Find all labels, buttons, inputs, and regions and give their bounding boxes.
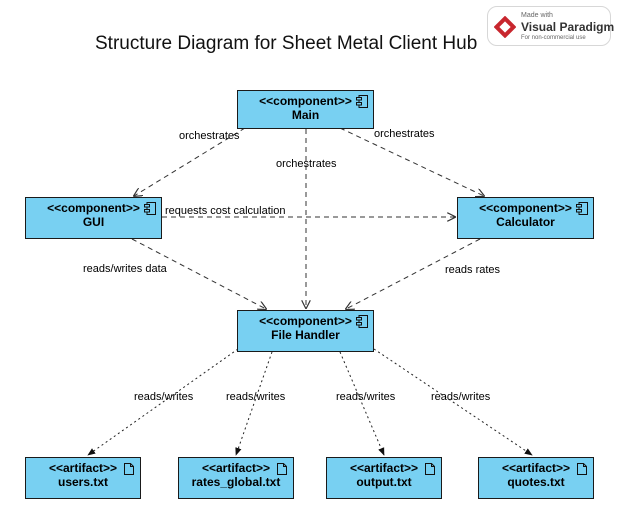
watermark-made-with: Made with xyxy=(521,12,553,19)
edge-gui-filehandler xyxy=(131,238,266,309)
watermark-brand: Visual Paradigm xyxy=(521,20,615,34)
diagram-title: Structure Diagram for Sheet Metal Client… xyxy=(95,33,478,54)
component-file-handler[interactable]: <<component>> File Handler xyxy=(237,310,374,352)
component-gui[interactable]: <<component>> GUI xyxy=(25,197,162,239)
artifact-name: output.txt xyxy=(356,475,412,489)
component-icon xyxy=(356,315,368,328)
component-stereotype: <<component>> xyxy=(259,314,352,328)
edge-filehandler-users xyxy=(87,348,239,456)
edge-label-main-gui: orchestrates xyxy=(179,130,240,142)
document-icon xyxy=(277,463,287,475)
component-stereotype: <<component>> xyxy=(479,201,572,215)
artifact-stereotype: <<artifact>> xyxy=(48,461,118,475)
artifact-name: quotes.txt xyxy=(507,475,565,489)
edge-label-main-filehandler: orchestrates xyxy=(276,158,337,170)
edge-label-filehandler-rates: reads/writes xyxy=(226,391,286,403)
edge-label-filehandler-users: reads/writes xyxy=(134,391,194,403)
edge-filehandler-output xyxy=(339,351,385,456)
component-main[interactable]: <<component>> Main xyxy=(237,90,374,129)
artifact-stereotype: <<artifact>> xyxy=(501,461,571,475)
document-icon xyxy=(577,463,587,475)
document-icon xyxy=(425,463,435,475)
edge-label-filehandler-output: reads/writes xyxy=(336,391,396,403)
artifact-quotes-txt[interactable]: <<artifact>> quotes.txt xyxy=(478,457,594,499)
edge-filehandler-rates xyxy=(235,351,273,456)
component-name: Calculator xyxy=(496,215,555,229)
artifact-name: rates_global.txt xyxy=(191,475,281,489)
edge-label-gui-calculator: requests cost calculation xyxy=(165,205,286,217)
edge-label-calculator-filehandler: reads rates xyxy=(445,264,501,276)
component-calculator[interactable]: <<component>> Calculator xyxy=(457,197,594,239)
edge-filehandler-quotes xyxy=(373,348,533,456)
component-stereotype: <<component>> xyxy=(259,94,352,108)
edge-label-filehandler-quotes: reads/writes xyxy=(431,391,491,403)
edge-calculator-filehandler xyxy=(346,238,481,309)
artifact-name: users.txt xyxy=(57,475,109,489)
component-stereotype: <<component>> xyxy=(47,201,140,215)
artifact-rates-global-txt[interactable]: <<artifact>> rates_global.txt xyxy=(178,457,294,499)
component-name: File Handler xyxy=(271,328,340,342)
edge-label-main-calculator: orchestrates xyxy=(374,128,435,140)
watermark-subtitle: For non-commercial use xyxy=(521,35,586,41)
artifact-users-txt[interactable]: <<artifact>> users.txt xyxy=(25,457,141,499)
artifact-stereotype: <<artifact>> xyxy=(201,461,271,475)
document-icon xyxy=(124,463,134,475)
component-icon xyxy=(356,95,368,108)
artifact-output-txt[interactable]: <<artifact>> output.txt xyxy=(326,457,442,499)
component-icon xyxy=(576,202,588,215)
edge-main-gui xyxy=(134,127,246,196)
component-icon xyxy=(144,202,156,215)
visual-paradigm-watermark: Made with Visual Paradigm For non-commer… xyxy=(487,6,615,46)
artifact-stereotype: <<artifact>> xyxy=(349,461,419,475)
visual-paradigm-logo-icon xyxy=(494,16,516,38)
edge-label-gui-filehandler: reads/writes data xyxy=(83,263,167,275)
component-name: GUI xyxy=(82,215,105,229)
component-name: Main xyxy=(291,108,320,122)
